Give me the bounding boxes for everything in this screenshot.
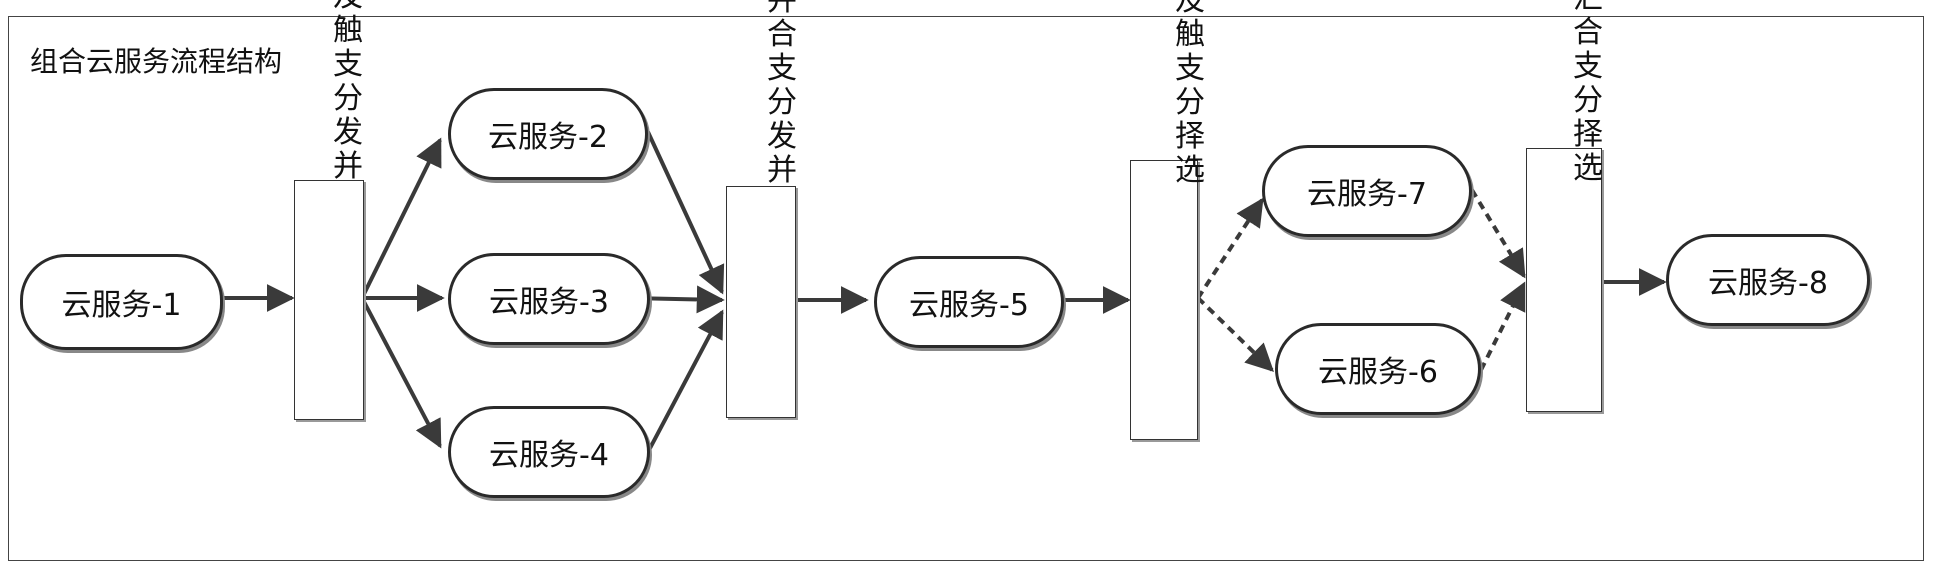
gateway-char: 及	[1175, 0, 1205, 18]
edge-g1-to-s2	[360, 137, 442, 299]
service-node-7[interactable]: 云服务-7	[1262, 145, 1472, 237]
gateway-char: 择	[1573, 117, 1603, 152]
edge-g3-to-s7	[1196, 197, 1264, 300]
gateway-char: 合	[1573, 15, 1603, 50]
gateway-char: 发	[767, 119, 797, 154]
service-node-5[interactable]: 云服务-5	[874, 256, 1064, 348]
edge-s7-to-g4	[1470, 188, 1526, 279]
gateway-parallel-split-label: 及 触 支 分 发 并	[318, 0, 378, 205]
edge-g3-to-s6	[1196, 296, 1275, 372]
edge-g1-to-s4	[360, 297, 442, 449]
gateway-parallel-join[interactable]	[726, 186, 796, 418]
gateway-char: 分	[767, 85, 797, 120]
edge-s2-to-g2	[646, 131, 725, 295]
gateway-char: 并	[767, 0, 797, 18]
gateway-parallel-split[interactable]	[294, 180, 364, 420]
service-node-4[interactable]: 云服务-4	[448, 406, 650, 498]
gateway-char: 支	[1175, 51, 1205, 86]
gateway-char: 并	[767, 153, 797, 188]
service-node-8[interactable]: 云服务-8	[1666, 234, 1870, 326]
gateway-char: 合	[767, 17, 797, 52]
service-node-2[interactable]: 云服务-2	[448, 88, 648, 180]
gateway-char: 发	[333, 115, 363, 150]
gateway-char: 触	[1175, 17, 1205, 52]
gateway-choice-split-label: 及 触 支 分 择 选	[1160, 0, 1220, 205]
gateway-char: 分	[333, 81, 363, 116]
gateway-char: 择	[1175, 119, 1205, 154]
gateway-char: 分	[1573, 83, 1603, 118]
diagram-frame	[8, 16, 1924, 561]
diagram-title: 组合云服务流程结构	[30, 45, 283, 78]
gateway-choice-join-label: 汇 合 支 分 择 选	[1558, 0, 1618, 182]
service-node-6[interactable]: 云服务-6	[1275, 323, 1481, 415]
gateway-choice-join[interactable]	[1526, 148, 1602, 412]
gateway-char: 选	[1175, 153, 1205, 188]
gateway-parallel-join-label: 并 合 支 分 发 并	[752, 0, 812, 205]
gateway-char: 分	[1175, 85, 1205, 120]
service-node-3[interactable]: 云服务-3	[448, 253, 650, 345]
gateway-char: 触	[333, 13, 363, 48]
gateway-char: 并	[333, 149, 363, 184]
gateway-char: 选	[1573, 151, 1603, 183]
gateway-char: 支	[1573, 49, 1603, 84]
edge-s4-to-g2	[646, 309, 724, 453]
gateway-char: 汇	[1558, 0, 1618, 16]
gateway-choice-split[interactable]	[1130, 160, 1198, 440]
gateway-char: 支	[333, 47, 363, 82]
gateway-char: 支	[767, 51, 797, 86]
service-node-1[interactable]: 云服务-1	[20, 254, 223, 350]
gateway-char: 及	[318, 0, 378, 14]
edge-s6-to-g4	[1479, 281, 1526, 371]
